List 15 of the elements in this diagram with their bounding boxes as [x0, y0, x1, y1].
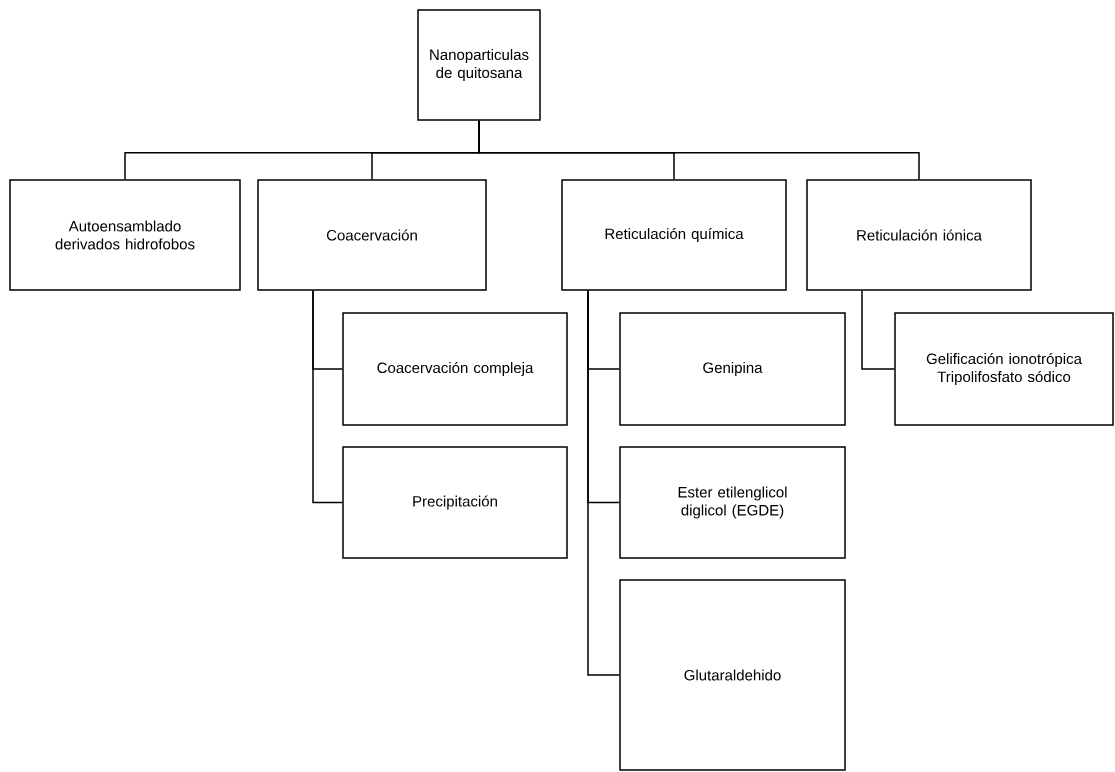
connector-line	[478, 120, 920, 180]
process-box: Ester etilenglicol diglicol (EGDE)	[619, 446, 846, 559]
process-box: Reticulación química	[561, 179, 787, 291]
process-box: Nanoparticulas de quitosana	[417, 9, 541, 121]
process-box: Precipitación	[342, 446, 568, 559]
connector-line	[861, 290, 895, 370]
connector-line	[587, 290, 620, 676]
process-box: Gelificación ionotrópica Tripolifosfato sódico	[894, 312, 1114, 426]
process-box: Genipina	[619, 312, 846, 426]
process-box: Coacervación compleja	[342, 312, 568, 426]
process-box: Glutaraldehido	[619, 579, 846, 771]
process-box: Reticulación iónica	[806, 179, 1032, 291]
connector-line	[312, 290, 343, 504]
process-box: Coacervación	[257, 179, 487, 291]
process-box: Autoensamblado derivados hidrofobos	[9, 179, 241, 291]
